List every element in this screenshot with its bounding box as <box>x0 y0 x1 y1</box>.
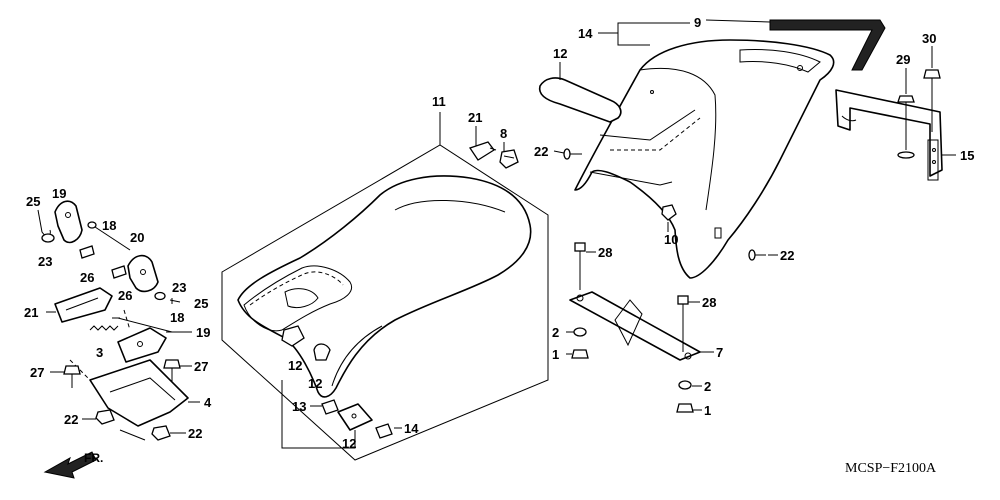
grommet-12-d[interactable] <box>375 423 393 439</box>
callout-18: 18 <box>170 310 184 325</box>
callout-16-right: 20 <box>130 230 144 245</box>
callout-22-left-22: 22 <box>64 412 78 427</box>
bolt-30[interactable] <box>923 69 941 132</box>
screw-21-right[interactable] <box>748 249 766 261</box>
lock-base-4[interactable] <box>89 359 189 427</box>
callout-12-b: 12 <box>308 376 322 391</box>
spring-3[interactable] <box>89 325 119 331</box>
callout-5: 7 <box>716 345 723 360</box>
passenger-pad[interactable] <box>538 77 622 123</box>
callout-12-a: 12 <box>288 358 302 373</box>
grommet-12-a[interactable] <box>281 325 305 347</box>
collar-26-a[interactable] <box>79 245 95 259</box>
callout-28-mid: 28 <box>702 295 716 310</box>
washer-23-left[interactable] <box>41 233 55 243</box>
collar-20[interactable] <box>468 141 497 161</box>
callout-30: 30 <box>922 31 936 46</box>
screw-21-left[interactable] <box>563 148 582 160</box>
shaft-15[interactable] <box>91 224 131 251</box>
callout-27-left: 27 <box>30 365 44 380</box>
callout-10: 12 <box>342 436 356 451</box>
callout-6: 8 <box>500 126 507 141</box>
bolt-28-top[interactable] <box>574 242 586 290</box>
nut-2-left[interactable] <box>573 327 587 337</box>
seat-cowl[interactable] <box>574 39 835 279</box>
callout-16-left: 19 <box>52 186 66 201</box>
callout-20: 21 <box>468 110 482 125</box>
callout-12-c: 13 <box>292 399 306 414</box>
pin-25-right[interactable] <box>169 298 181 304</box>
bolt-29[interactable] <box>897 95 915 159</box>
callout-22-right: 22 <box>188 426 202 441</box>
hook-16-left[interactable] <box>54 200 83 244</box>
callout-2-left: 2 <box>552 325 559 340</box>
main-seat[interactable] <box>237 175 532 398</box>
direction-label: FR. <box>84 451 103 465</box>
nut-22-left[interactable] <box>95 409 115 425</box>
callout-23-right: 23 <box>172 280 186 295</box>
seat-lock-group <box>37 200 189 441</box>
callout-26-left: 26 <box>80 270 94 285</box>
front-direction-arrow: FR. <box>43 451 103 479</box>
callout-3: 3 <box>96 345 103 360</box>
washer-23-right[interactable] <box>154 291 166 301</box>
pin-25-left[interactable] <box>37 209 51 237</box>
nut-22-right[interactable] <box>151 425 171 441</box>
leader-lines <box>46 19 956 434</box>
callout-13: 15 <box>960 148 974 163</box>
nut-6[interactable] <box>499 149 519 169</box>
seat-cowl-group <box>574 39 835 279</box>
hook-16-right[interactable] <box>127 254 159 293</box>
callout-27-right: 27 <box>194 359 208 374</box>
bolt-27-left[interactable] <box>63 365 81 388</box>
callout-12-d: 14 <box>404 421 419 436</box>
collar-26-b[interactable] <box>111 265 127 279</box>
grommet-12-b[interactable] <box>313 343 331 361</box>
bolt-28-mid[interactable] <box>677 295 689 352</box>
nut-1-right[interactable] <box>676 403 694 413</box>
callout-19-text: 19 <box>196 325 210 340</box>
callout-15: 18 <box>102 218 116 233</box>
callout-25-left: 25 <box>26 194 40 209</box>
nut-8[interactable] <box>661 204 677 221</box>
callout-labels: 14 9 12 30 29 15 11 21 8 22 10 22 28 28 … <box>24 15 974 451</box>
callout-1-right: 1 <box>704 403 711 418</box>
callout-9: 11 <box>432 94 446 109</box>
nut-2-right[interactable] <box>678 380 692 390</box>
nut-1-left[interactable] <box>571 349 589 359</box>
callout-29: 29 <box>896 52 910 67</box>
callout-7: 9 <box>694 15 701 30</box>
callout-28-top: 28 <box>598 245 612 260</box>
rear-bracket[interactable] <box>835 89 943 177</box>
callout-14: 14 <box>578 26 593 41</box>
plate-10[interactable] <box>337 403 373 431</box>
callout-26-right: 26 <box>118 288 132 303</box>
callout-4: 4 <box>204 395 212 410</box>
callout-21-right: 22 <box>780 248 794 263</box>
grommet-12-c[interactable] <box>321 399 339 415</box>
grab-strap[interactable] <box>769 19 886 71</box>
callout-11: 12 <box>553 46 567 61</box>
bolt-27-right[interactable] <box>163 359 181 382</box>
callout-17: 21 <box>24 305 38 320</box>
callout-23-left: 23 <box>38 254 52 269</box>
catalog-code: MCSP−F2100A <box>845 461 937 476</box>
callout-21-left: 22 <box>534 144 548 159</box>
callout-8: 10 <box>664 232 678 247</box>
callout-1-left: 1 <box>552 347 559 362</box>
main-seat-group <box>221 112 549 461</box>
callout-25-right: 25 <box>194 296 208 311</box>
latch-17[interactable] <box>54 287 113 323</box>
callout-2-right: 2 <box>704 379 711 394</box>
